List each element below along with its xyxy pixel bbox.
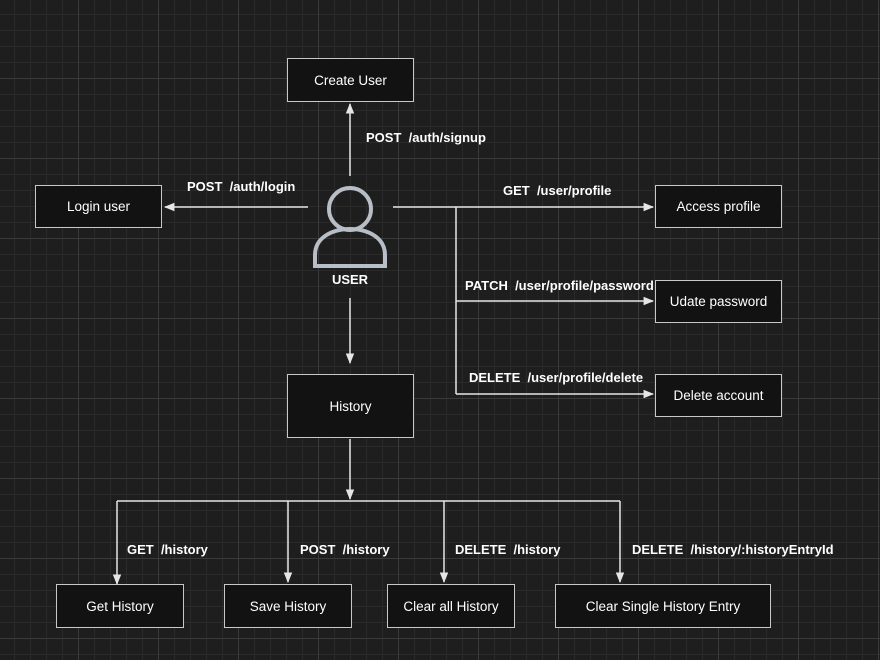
save-history-node[interactable]: Save History [224,584,352,628]
clear-single-history-node[interactable]: Clear Single History Entry [555,584,771,628]
get-history-node[interactable]: Get History [56,584,184,628]
history-node[interactable]: History [287,374,414,438]
edge-label-post-history: POST /history [300,542,390,557]
clear-all-history-node[interactable]: Clear all History [387,584,515,628]
actor-label: USER [331,272,369,287]
update-password-node[interactable]: Udate password [655,280,782,323]
edge-label-patch-password: PATCH /user/profile/password [465,278,654,293]
access-profile-node[interactable]: Access profile [655,185,782,228]
edge-label-login: POST /auth/login [187,179,296,194]
edge-label-signup: POST /auth/signup [366,130,486,145]
edge-label-get-profile: GET /user/profile [503,183,612,198]
create-user-node[interactable]: Create User [287,58,414,102]
delete-account-node[interactable]: Delete account [655,374,782,417]
user-icon [313,186,387,268]
edge-label-delete-history-entry: DELETE /history/:historyEntryId [632,542,834,557]
edge-label-delete-profile: DELETE /user/profile/delete [469,370,644,385]
edge-label-get-history: GET /history [127,542,208,557]
edge-label-delete-history: DELETE /history [455,542,561,557]
login-user-node[interactable]: Login user [35,185,162,228]
